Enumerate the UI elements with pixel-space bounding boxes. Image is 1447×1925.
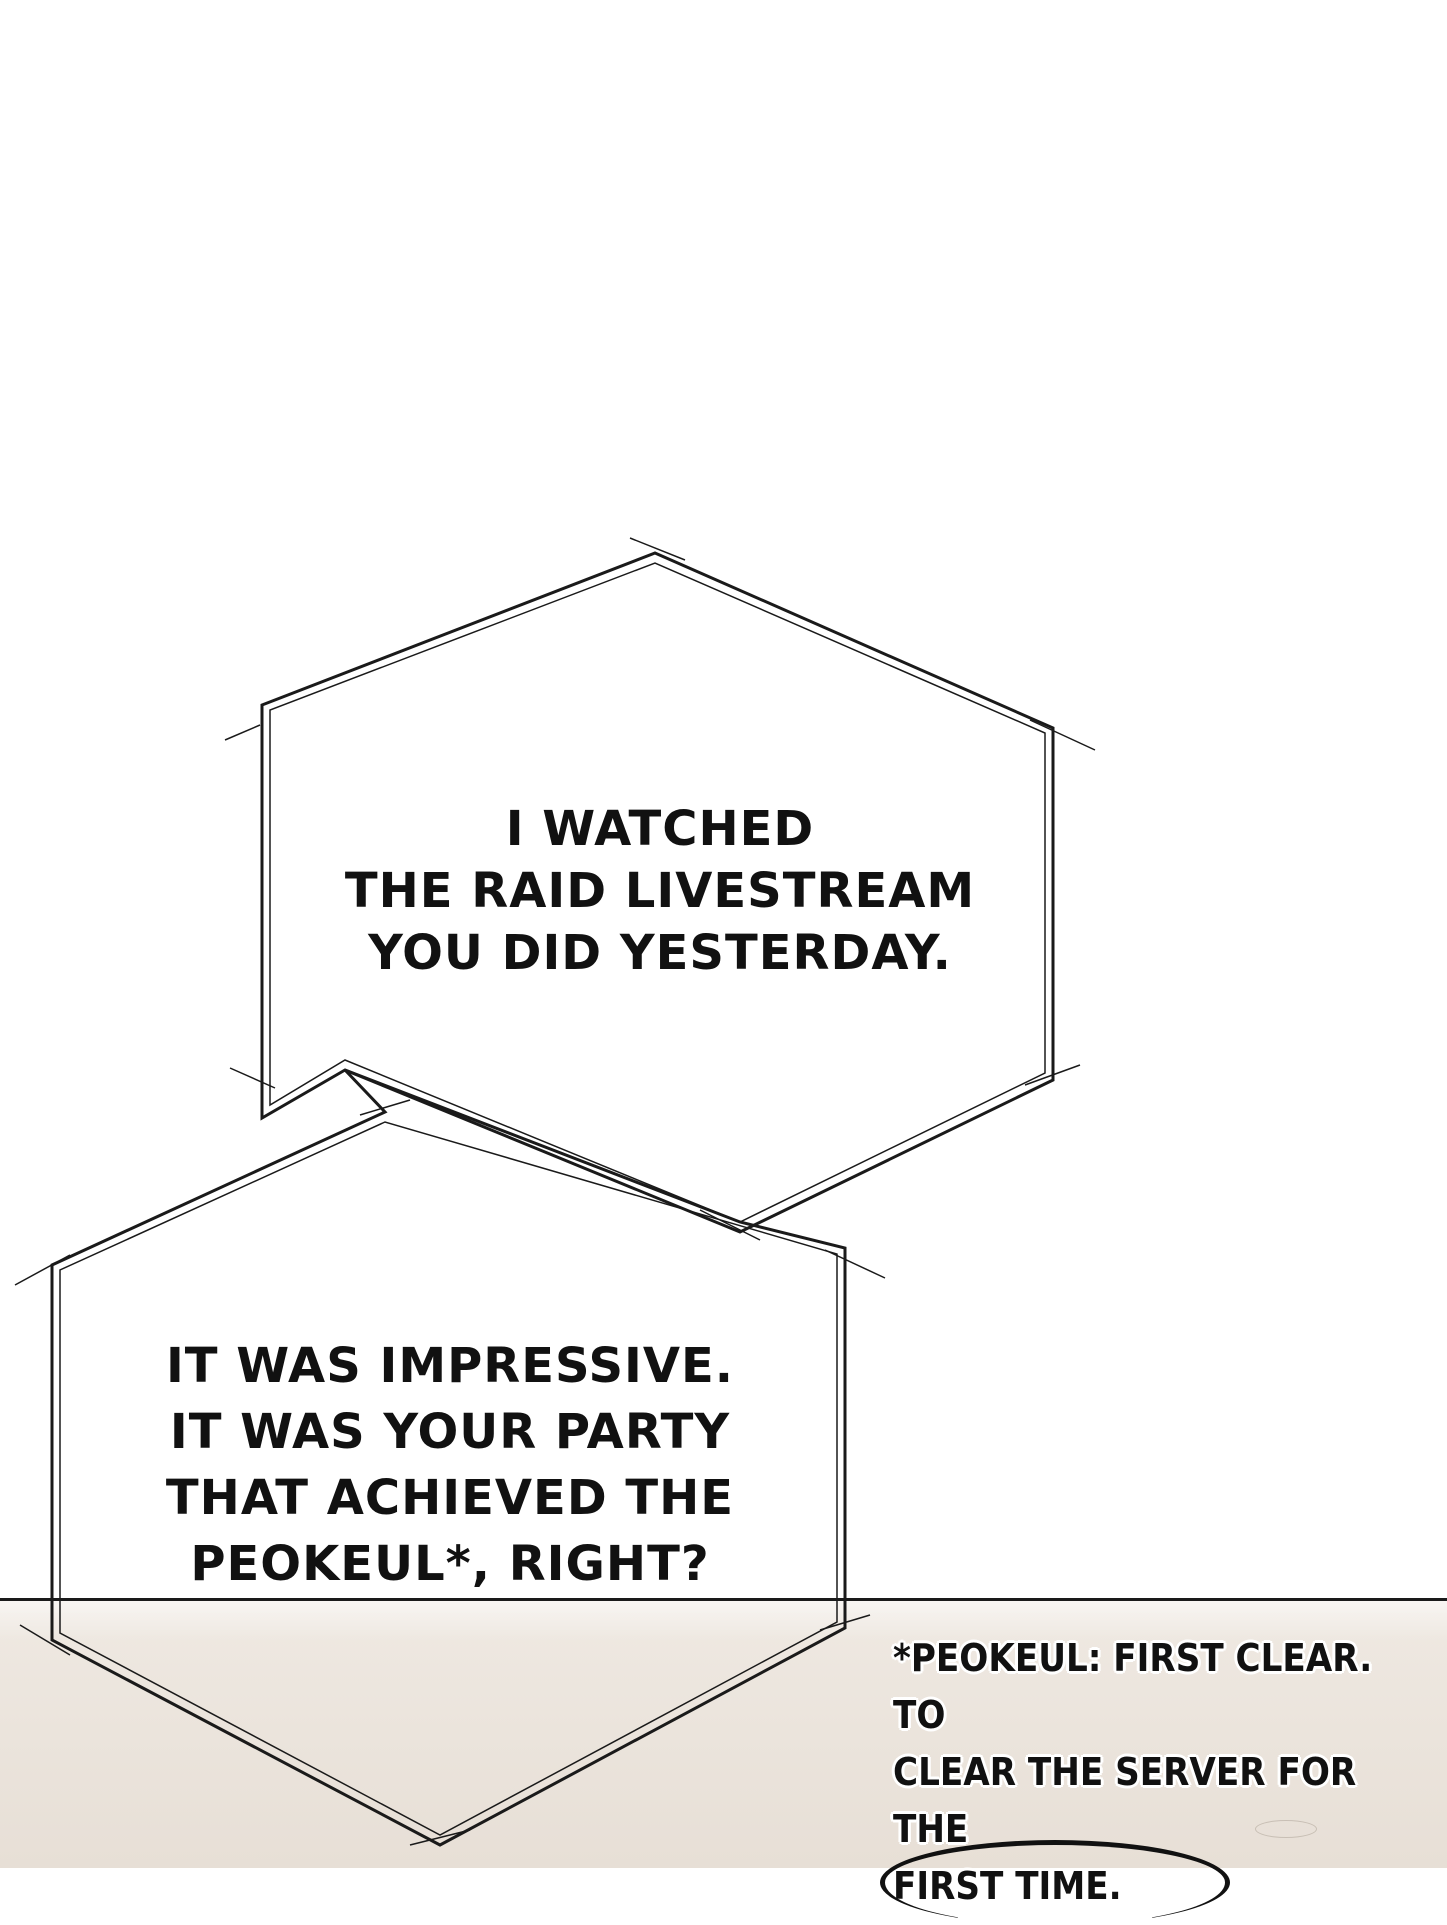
bubble-2-line: IT WAS YOUR PARTY (169, 1404, 731, 1460)
speech-bubble-2-text: IT WAS IMPRESSIVE. IT WAS YOUR PARTY THA… (95, 1333, 805, 1597)
floor-highlight (0, 1601, 1447, 1641)
corner-ticks (14, 537, 1096, 1846)
bubble-1-line: I WATCHED (505, 801, 815, 857)
footnote-line: *PEOKEUL: FIRST CLEAR. TO (893, 1636, 1373, 1737)
footnote-line: CLEAR THE SERVER FOR THE (893, 1750, 1357, 1851)
bubble-2-line: IT WAS IMPRESSIVE. (165, 1338, 735, 1394)
translator-footnote: *PEOKEUL: FIRST CLEAR. TO CLEAR THE SERV… (893, 1630, 1413, 1915)
bubble-1-line: THE RAID LIVESTREAM (344, 863, 976, 919)
speech-bubble-1-text: I WATCHED THE RAID LIVESTREAM YOU DID YE… (300, 798, 1020, 984)
character-head-outline (880, 1840, 1230, 1925)
bubble-2-line: THAT ACHIEVED THE (165, 1470, 735, 1526)
bubble-2-line: PEOKEUL*, RIGHT? (190, 1536, 710, 1592)
speech-bubble-outlines (14, 537, 1096, 1847)
bubble-1-line: YOU DID YESTERDAY. (368, 925, 952, 981)
floor-detail-oval (1255, 1820, 1317, 1838)
floor-background (0, 1598, 1447, 1868)
speech-bubble-2-outline (50, 1068, 847, 1847)
comic-panel: I WATCHED THE RAID LIVESTREAM YOU DID YE… (0, 537, 1447, 1925)
